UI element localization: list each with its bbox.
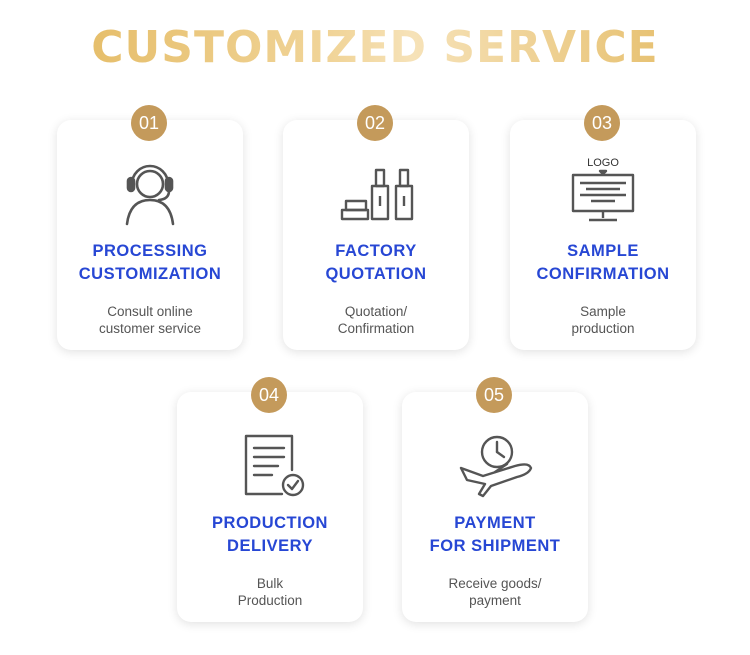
step-card-processing-customization: 01 PROCESSING CUSTOMIZATION Consult onli…	[57, 105, 243, 350]
step-card-factory-quotation: 02 FACTORY QUOTATION Quotation/ Confirma…	[283, 105, 469, 350]
page-title: CUSTOMIZED SERVICE	[0, 22, 750, 73]
customer-service-headset-icon	[110, 158, 190, 228]
logo-label: LOGO	[587, 158, 619, 169]
step-description: Bulk Production	[237, 576, 303, 608]
logo-monitor-icon: LOGO	[563, 157, 643, 228]
step-number-badge: 02	[357, 105, 393, 141]
step-card-sample-confirmation: 03 LOGO SAMPLE CONFIRMATION Sample produ…	[510, 105, 696, 350]
factory-quotation-icon	[336, 158, 416, 228]
step-card-production-delivery: 04 PRODUCTION DELIVERY Bulk Production	[177, 377, 363, 622]
step-description: Quotation/ Confirmation	[337, 304, 415, 336]
step-description: Consult online customer service	[98, 304, 202, 336]
airplane-clock-icon	[455, 430, 535, 500]
step-number-badge: 04	[251, 377, 287, 413]
step-title: PRODUCTION DELIVERY	[212, 514, 328, 555]
step-card-payment-for-shipment: 05 PAYMENT FOR SHIPMENT Receive goods/ p…	[402, 377, 588, 622]
document-check-icon	[230, 430, 310, 500]
step-title: PAYMENT FOR SHIPMENT	[429, 514, 561, 555]
step-description: Receive goods/ payment	[448, 576, 542, 608]
step-number-badge: 03	[584, 105, 620, 141]
step-title: SAMPLE CONFIRMATION	[536, 242, 670, 283]
step-number-badge: 05	[476, 377, 512, 413]
step-description: Sample production	[571, 304, 635, 336]
step-number-badge: 01	[131, 105, 167, 141]
step-title: FACTORY QUOTATION	[325, 242, 427, 283]
step-title: PROCESSING CUSTOMIZATION	[78, 242, 222, 283]
